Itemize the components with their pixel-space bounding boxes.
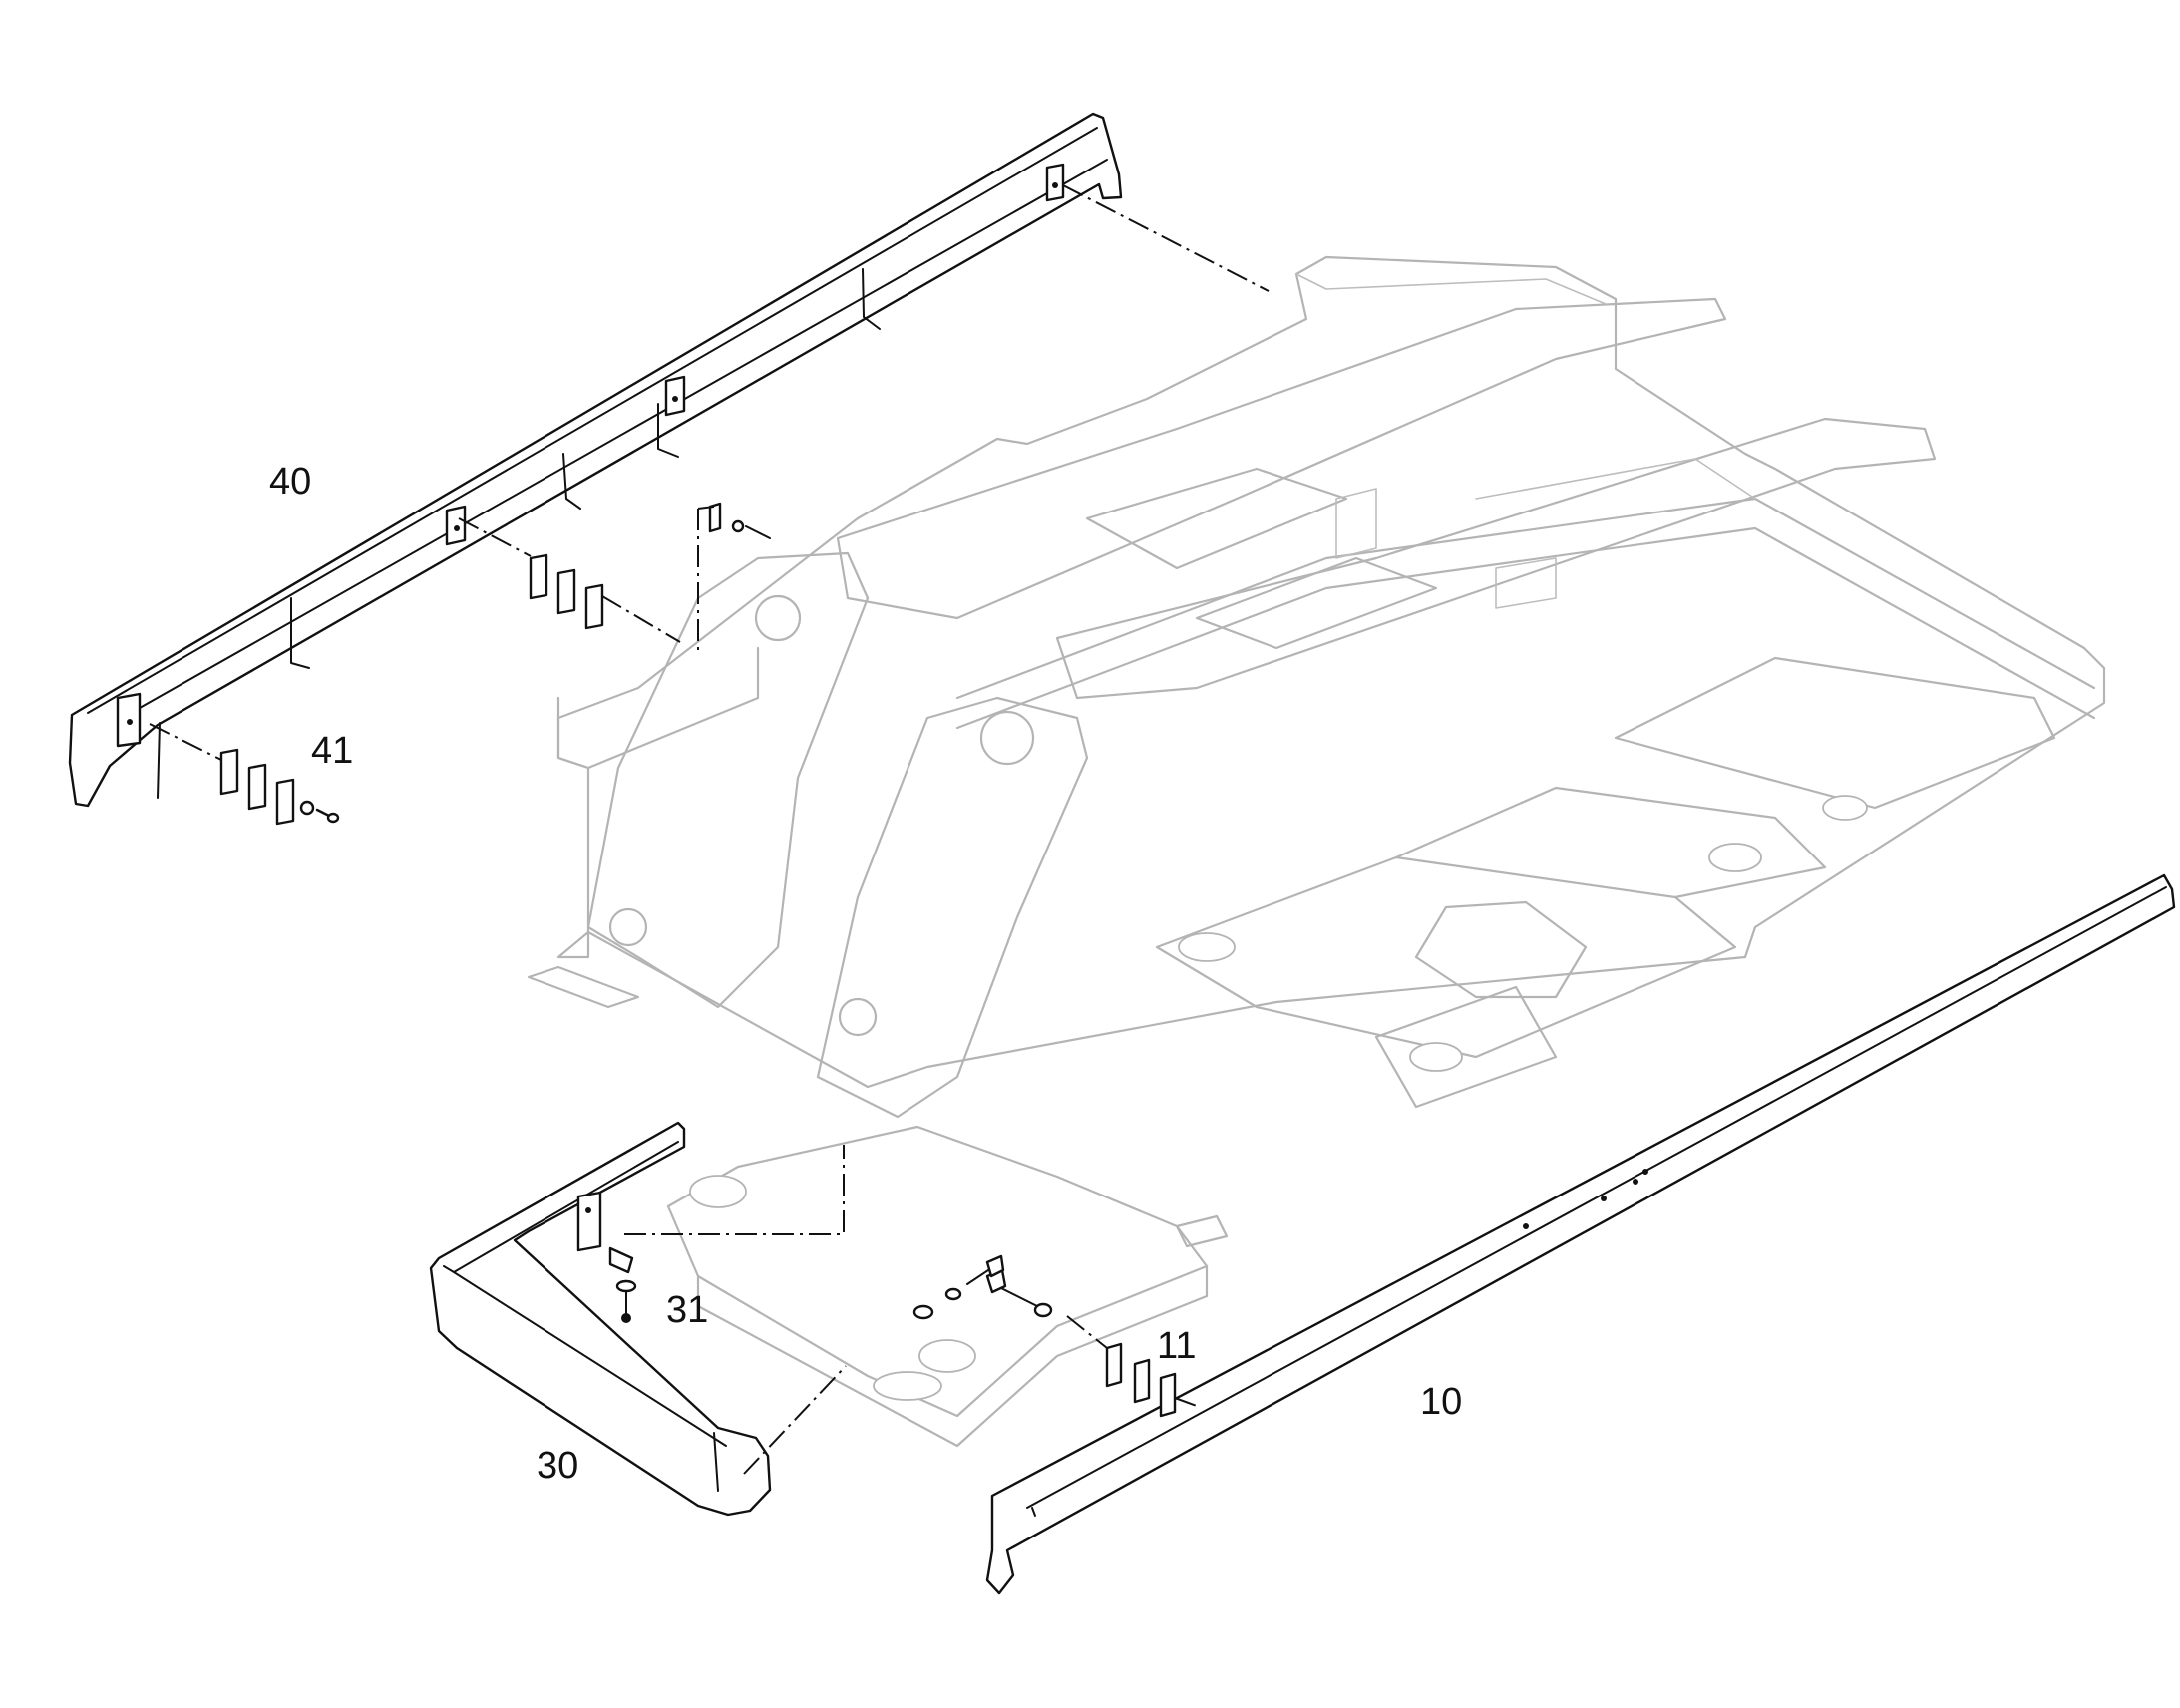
- part-31-fastener: [608, 1246, 637, 1323]
- part-41-bracket-set: [219, 748, 340, 826]
- callout-labels: 40 41 31 30 11 10: [269, 461, 1462, 1487]
- front-bolt-set: [912, 1254, 1005, 1320]
- callout-30: 30: [537, 1445, 578, 1487]
- callout-11: 11: [1157, 1325, 1196, 1367]
- part-30-front-cover: [429, 1121, 772, 1517]
- callout-41: 41: [311, 730, 353, 772]
- leader-lines: [149, 184, 1270, 1475]
- part-40-rear-side-cover: [68, 112, 1123, 808]
- callout-40: 40: [269, 461, 311, 503]
- main-frame-assembly: [527, 255, 2106, 1448]
- callout-10: 10: [1420, 1381, 1462, 1423]
- part-10-right-side-cover: [985, 873, 2176, 1595]
- callout-31: 31: [666, 1289, 708, 1331]
- part-40-mid-bracket-set: [529, 553, 604, 630]
- upper-bolt: [708, 502, 771, 539]
